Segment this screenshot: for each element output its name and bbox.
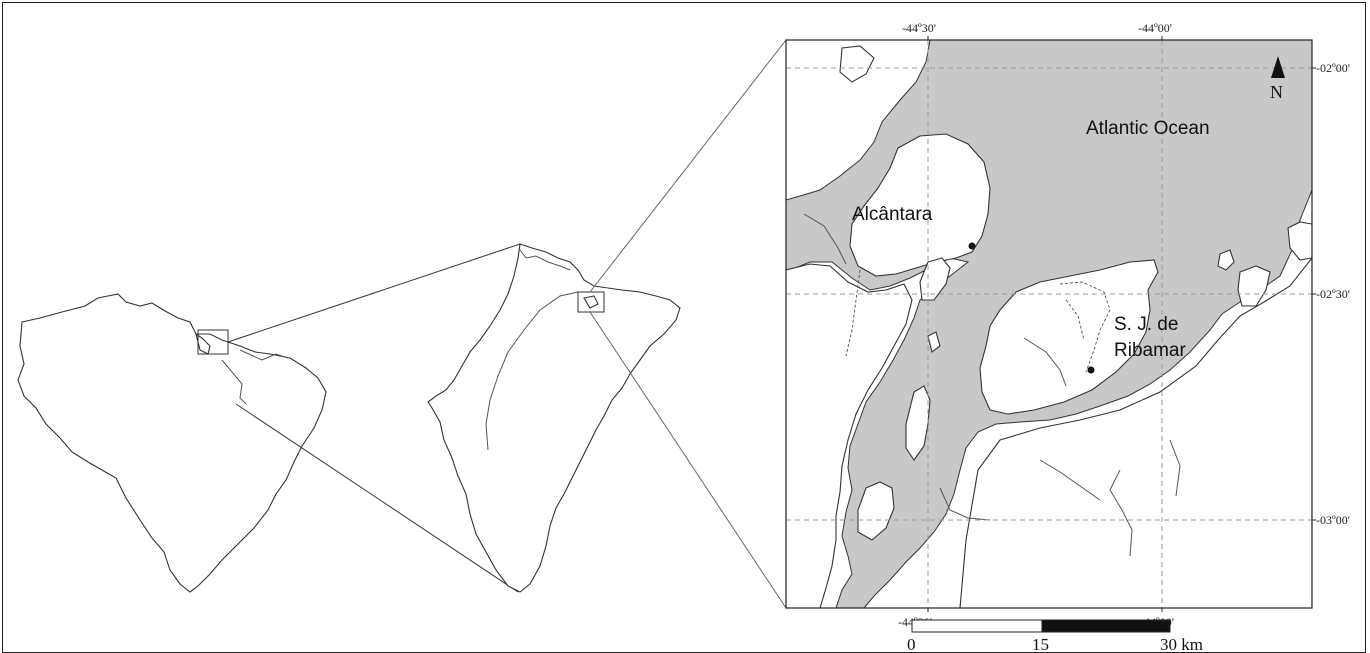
north-arrow-icon: N — [1270, 56, 1285, 102]
north-label: N — [1270, 82, 1283, 102]
connector-lines-2 — [589, 39, 787, 609]
detail-map: Atlantic Ocean Alcântara S. J. de Ribama… — [785, 21, 1350, 629]
right-tick-label-1: -02º00' — [1316, 61, 1350, 75]
brazil-map — [17, 293, 327, 593]
top-tick-label-1: -44º30' — [902, 21, 936, 35]
top-tick-label-2: -44º00' — [1138, 21, 1172, 35]
connector-lines-1 — [227, 243, 521, 593]
right-tick-label-3: -03º00' — [1316, 513, 1350, 527]
ribamar-label-line2: Ribamar — [1114, 340, 1186, 361]
saoluis-island — [979, 259, 1159, 415]
right-tick-label-2: -02º30' — [1316, 287, 1350, 301]
ribamar-point — [1087, 366, 1095, 374]
scale-label-30: 30 km — [1160, 635, 1203, 653]
alcantara-label: Alcântara — [852, 204, 933, 225]
alcantara-point — [968, 242, 976, 250]
maranhao-map — [427, 243, 681, 593]
inset-box — [577, 291, 605, 313]
ribamar-label-line1: S. J. de — [1114, 314, 1178, 335]
scale-label-0: 0 — [907, 635, 916, 653]
scale-label-15: 15 — [1032, 635, 1049, 653]
ocean-label: Atlantic Ocean — [1086, 118, 1210, 139]
graticule — [786, 40, 1312, 608]
scale-bar: 0 15 30 km — [907, 619, 1203, 653]
